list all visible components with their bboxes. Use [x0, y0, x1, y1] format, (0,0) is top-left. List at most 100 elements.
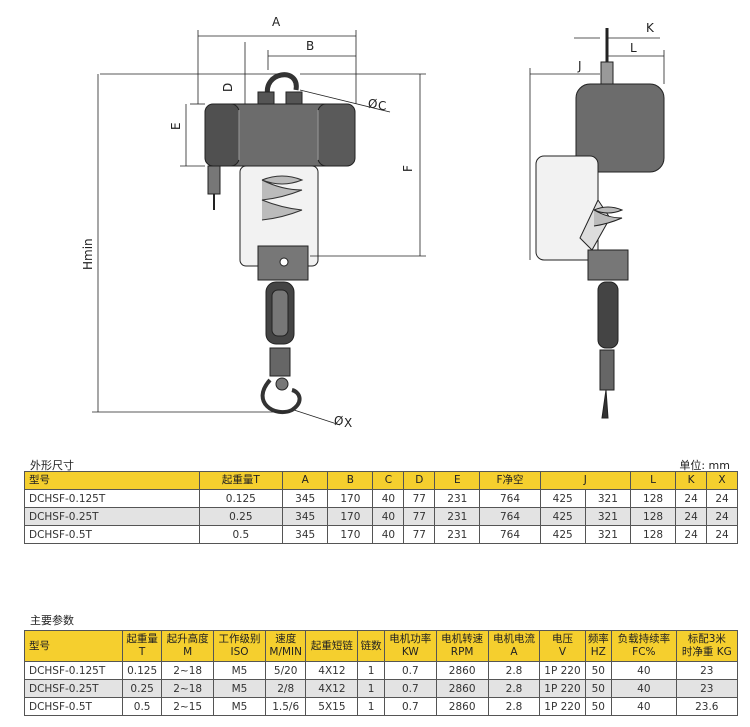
header-unit-line: HZ	[590, 646, 606, 658]
table-cell: 764	[479, 489, 541, 508]
header-unit-line: M	[183, 646, 193, 658]
table-cell: 5/20	[264, 661, 307, 680]
table-cell: M5	[213, 679, 266, 698]
table-cell: 4X12	[305, 661, 359, 680]
table-cell: 231	[434, 525, 481, 544]
dimensions-header-cell: L	[629, 471, 677, 490]
table-cell: 50	[584, 697, 613, 716]
dimensions-header-cell: D	[403, 471, 436, 490]
dimensions-header-cell: X	[706, 471, 738, 490]
header-unit-line: M/MIN	[269, 646, 302, 658]
dim-label-f: F	[401, 165, 415, 172]
table-cell: 1.5/6	[264, 697, 307, 716]
side-view-hoist	[535, 28, 665, 419]
table-cell: 50	[584, 661, 613, 680]
table-cell: M5	[213, 661, 266, 680]
table-cell: 1P 220	[539, 679, 586, 698]
header-line: 电机功率	[389, 633, 432, 645]
unit-label: 单位: mm	[679, 459, 730, 472]
table-cell: 24	[706, 489, 738, 508]
params-header-cell: 起重短链	[305, 630, 359, 662]
header-unit-line: 时净重 KG	[681, 646, 732, 658]
table-cell: 2/8	[264, 679, 307, 698]
header-line: 电压	[551, 633, 573, 645]
dim-label-c-symbol: Ø	[368, 97, 377, 111]
header-unit-line: T	[138, 646, 146, 658]
table-cell: 0.5	[198, 525, 284, 544]
table-cell: 345	[282, 525, 329, 544]
table-cell: 764	[479, 525, 541, 544]
dimensions-header-cell: J	[539, 471, 631, 490]
table-cell: 321	[584, 507, 631, 526]
dimensions-header-cell: E	[434, 471, 481, 490]
table-cell: DCHSF-0.25T	[23, 679, 124, 698]
table-cell: 40	[372, 525, 405, 544]
table-cell: 40	[611, 679, 677, 698]
table-cell: 1P 220	[539, 697, 586, 716]
header-line: 频率	[587, 633, 609, 645]
table-cell: DCHSF-0.5T	[23, 697, 124, 716]
dim-label-c: C	[378, 99, 386, 113]
table-cell: 170	[327, 489, 374, 508]
dim-label-j: J	[577, 59, 582, 73]
table-cell: 2.8	[487, 679, 541, 698]
header-line: 电机电流	[493, 633, 535, 645]
header-line: 起重短链	[310, 639, 353, 652]
header-unit-line: RPM	[450, 646, 474, 658]
side-view-dimensions	[529, 37, 665, 260]
dimensions-header-cell: 型号	[24, 471, 200, 490]
table-cell: 23.6	[675, 697, 739, 716]
table-cell: 2~18	[161, 679, 215, 698]
table-cell: 40	[372, 489, 405, 508]
header-line: 标配3米	[687, 633, 726, 645]
header-line: 负载持续率	[617, 633, 671, 645]
dimensions-header-cell: K	[675, 471, 708, 490]
table-cell: 24	[675, 489, 708, 508]
table-cell: 0.125	[198, 489, 284, 508]
table-cell: 128	[629, 525, 677, 544]
table-cell: 24	[706, 507, 738, 526]
dim-label-x-symbol: Ø	[334, 414, 343, 428]
table-cell: 2~18	[161, 661, 215, 680]
table-cell: 1	[357, 697, 385, 716]
table-cell: 0.7	[383, 661, 437, 680]
table-cell: 170	[327, 525, 374, 544]
table-cell: 0.7	[383, 679, 437, 698]
header-unit-line: V	[558, 646, 567, 658]
table-cell: 24	[706, 525, 738, 544]
dim-label-l: L	[630, 41, 637, 55]
table-cell: 2860	[435, 679, 489, 698]
header-line: 电机转速	[441, 633, 484, 645]
header-unit-line: FC%	[632, 646, 656, 658]
dim-label-hmin: Hmin	[81, 238, 95, 270]
table-cell: 0.7	[383, 697, 437, 716]
table-cell: 0.25	[122, 679, 163, 698]
table-cell: 2.8	[487, 697, 541, 716]
front-view-hoist	[204, 72, 356, 414]
header-unit-line: KW	[401, 646, 419, 658]
table-cell: 1	[357, 679, 385, 698]
dim-label-x: X	[344, 416, 352, 430]
table-cell: DCHSF-0.125T	[24, 489, 200, 508]
table-cell: 128	[629, 507, 677, 526]
table-cell: 425	[539, 507, 586, 526]
dimensions-header-cell: F净空	[479, 471, 541, 490]
table-cell: 345	[282, 507, 329, 526]
dim-label-a: A	[272, 15, 281, 29]
table-cell: 0.5	[122, 697, 163, 716]
table-cell: DCHSF-0.25T	[24, 507, 200, 526]
front-view-dimensions	[92, 30, 426, 426]
